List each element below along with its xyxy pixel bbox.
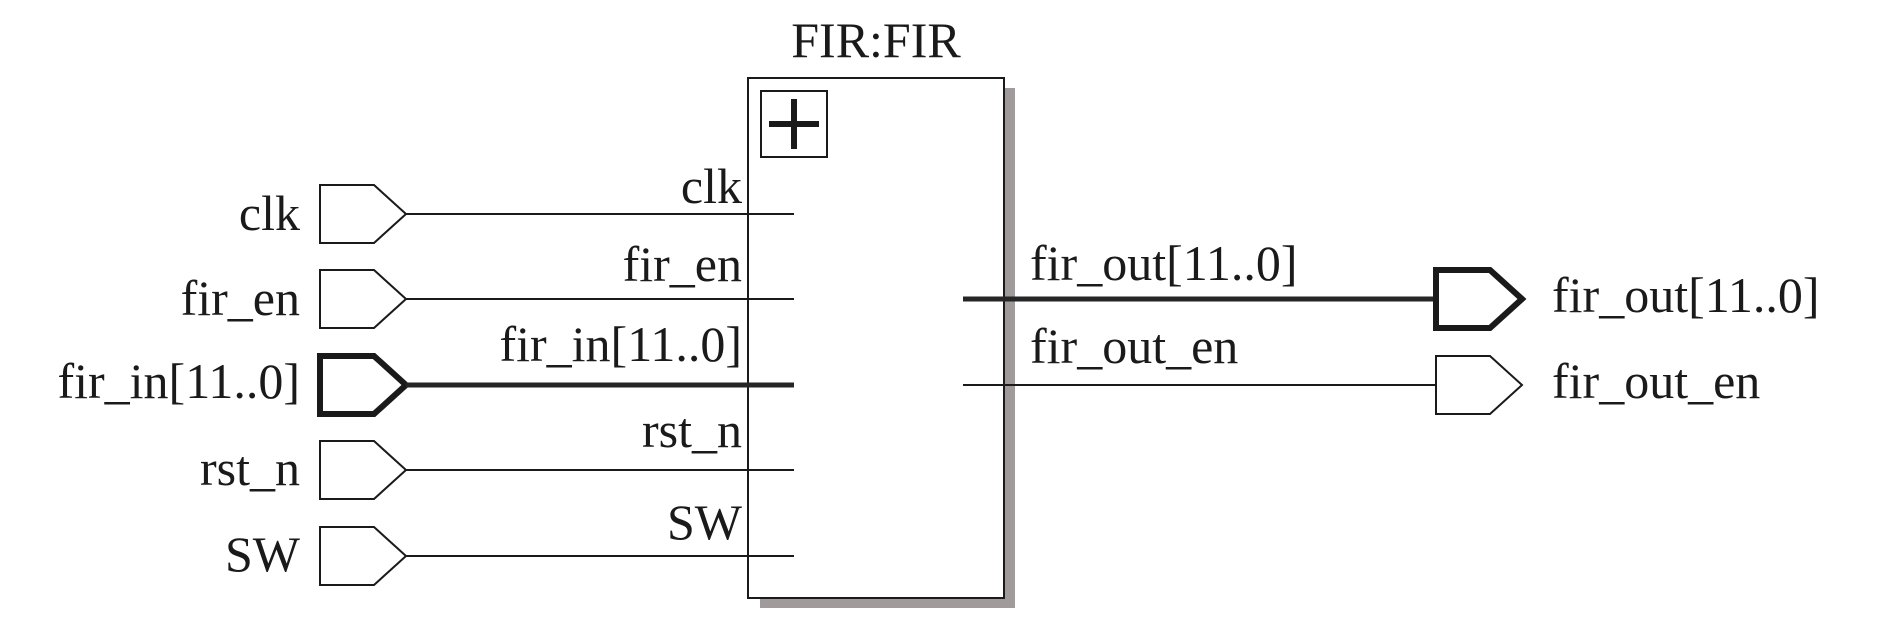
- output-port-fir-out: fir_out[11..0] fir_out[11..0]: [963, 235, 1820, 331]
- input-pin-icon[interactable]: [319, 440, 408, 500]
- block-port-label: fir_out_en: [1030, 318, 1238, 374]
- block-port-label: SW: [667, 494, 743, 550]
- fir-block[interactable]: [747, 77, 1005, 599]
- output-pin-icon[interactable]: [1433, 267, 1527, 331]
- input-pin-label: fir_in[11..0]: [57, 353, 300, 409]
- block-port-label: fir_en: [623, 236, 742, 292]
- output-port-fir-out-en: fir_out_en fir_out_en: [963, 318, 1760, 415]
- input-port-fir-in: fir_in[11..0] fir_in[11..0]: [57, 316, 794, 417]
- block-port-label: fir_out[11..0]: [1030, 235, 1298, 291]
- block-title: FIR:FIR: [791, 12, 961, 68]
- block-port-label: rst_n: [642, 402, 742, 458]
- input-pin-label: fir_en: [181, 270, 300, 326]
- input-pin-label: clk: [239, 185, 300, 241]
- input-pin-label: SW: [225, 526, 301, 582]
- plus-expand-icon[interactable]: [760, 90, 828, 158]
- input-port-clk: clk clk: [239, 158, 794, 244]
- input-pin-icon[interactable]: [319, 526, 408, 586]
- output-pin-icon[interactable]: [1435, 355, 1524, 415]
- input-port-rst-n: rst_n rst_n: [200, 402, 794, 500]
- input-pin-label: rst_n: [200, 440, 300, 496]
- output-pin-label: fir_out[11..0]: [1552, 267, 1820, 323]
- input-pin-icon[interactable]: [319, 184, 408, 244]
- input-pin-icon[interactable]: [319, 269, 408, 329]
- block-port-label: clk: [681, 158, 742, 214]
- output-pin-label: fir_out_en: [1552, 353, 1760, 409]
- input-port-fir-en: fir_en fir_en: [181, 236, 794, 329]
- block-port-label: fir_in[11..0]: [499, 316, 742, 372]
- input-port-sw: SW SW: [225, 494, 794, 586]
- input-pin-icon[interactable]: [317, 353, 411, 417]
